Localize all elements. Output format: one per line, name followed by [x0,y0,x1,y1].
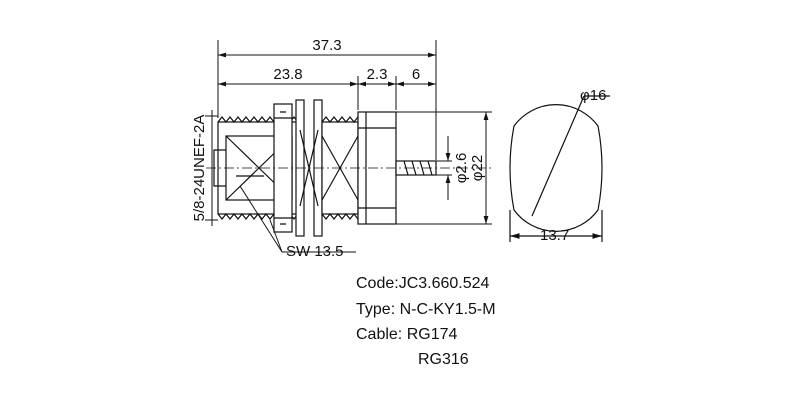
dimension-labels: 37.3 23.8 2.3 6 5/8-24UNEF-2A φ2.6 φ22 S… [191,37,486,260]
product-code: Code:JC3.660.524 [356,275,490,292]
dim-pin-diameter: φ2.6 [453,153,470,184]
dim-flange-width: 2.3 [367,66,388,83]
product-cable: Cable: RG174 [356,326,458,343]
dimension-lines [205,40,492,253]
end-view [509,95,610,242]
dim-flange-diameter: φ22 [469,155,486,181]
dim-body-length: 23.8 [273,66,302,83]
dim-flat-width: 13.7 [540,227,569,244]
end-view-outline [509,104,603,232]
product-type: Type: N-C-KY1.5-M [356,301,496,318]
dim-pin-length: 6 [412,66,420,83]
product-cable-alt: RG316 [418,351,469,368]
end-view-labels: φ16 13.7 [540,87,606,244]
side-view [206,99,492,237]
dim-thread: 5/8-24UNEF-2A [191,115,208,222]
dim-wrench-size: SW 13.5 [286,243,344,260]
dim-end-diameter: φ16 [580,87,606,104]
dim-overall-length: 37.3 [312,37,341,54]
